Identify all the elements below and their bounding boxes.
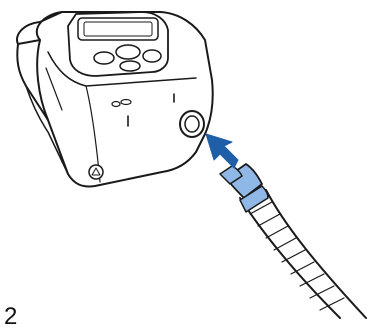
hose-ribs	[250, 202, 344, 310]
step-number: 2	[4, 304, 17, 330]
display-inner	[84, 22, 152, 36]
right-button[interactable]	[143, 50, 161, 62]
hose-connector[interactable]	[220, 164, 268, 212]
center-button[interactable]	[116, 45, 140, 59]
power-button[interactable]	[89, 165, 103, 179]
cpap-device	[17, 12, 213, 187]
air-outlet-inner	[185, 116, 199, 132]
air-hose	[240, 190, 366, 318]
insert-arrow	[206, 134, 238, 168]
center-lower-button[interactable]	[120, 61, 140, 71]
left-button[interactable]	[94, 52, 114, 64]
